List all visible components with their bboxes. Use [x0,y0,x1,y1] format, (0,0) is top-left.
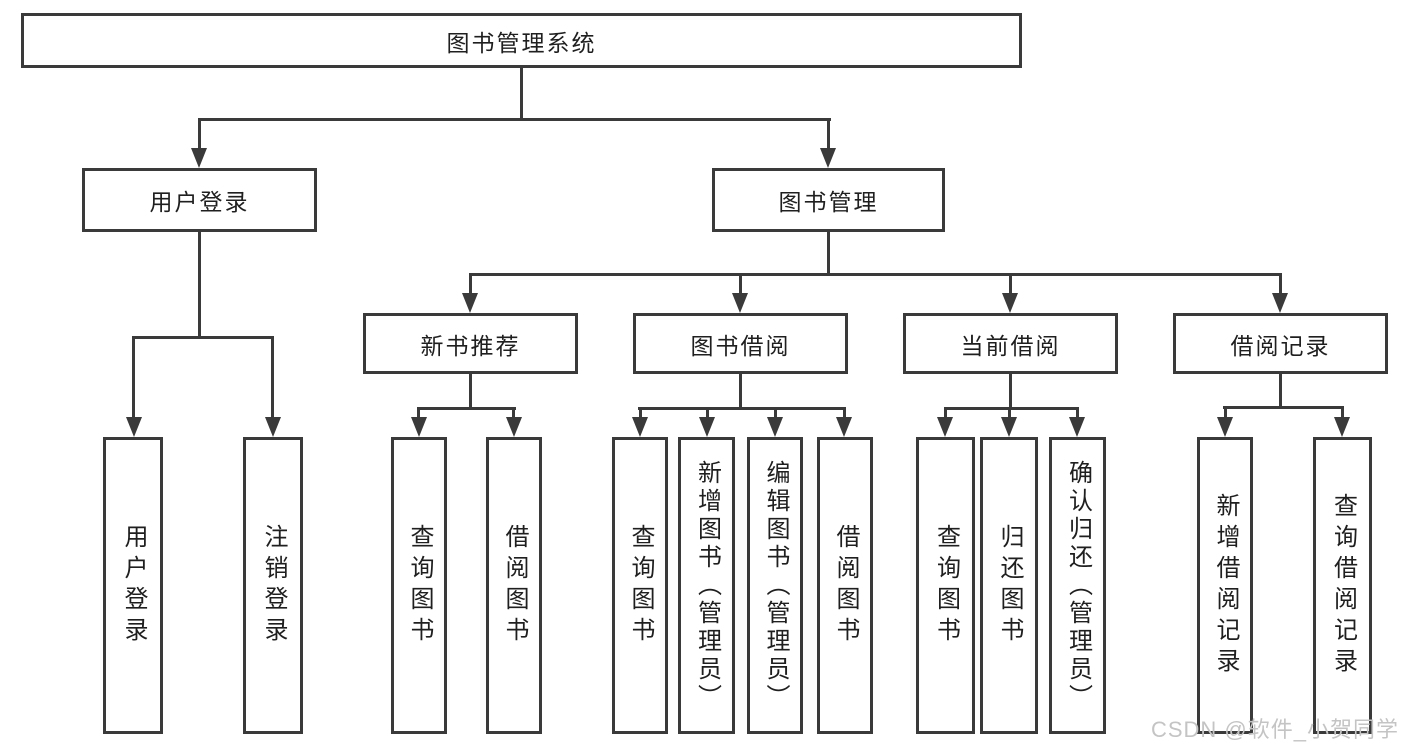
arrow-head [1334,417,1350,437]
connector-line [827,118,830,150]
leaf-add-books-admin: 新增图书（管理员） [678,437,735,734]
arrow-head [265,417,281,437]
node-borrow-records: 借阅记录 [1173,313,1388,374]
leaf-add-borrow-record-label: 新增借阅记录 [1212,492,1239,679]
connector-line [132,336,274,339]
leaf-user-login: 用户登录 [103,437,163,734]
leaf-add-borrow-record: 新增借阅记录 [1197,437,1253,734]
connector-line [639,407,642,417]
connector-line [520,68,523,118]
connector-line [198,232,201,336]
node-root: 图书管理系统 [21,13,1022,68]
leaf-return-books-label: 归还图书 [996,523,1023,648]
leaf-return-books: 归还图书 [980,437,1038,734]
node-current-borrow: 当前借阅 [903,313,1118,374]
leaf-query-borrow-record: 查询借阅记录 [1313,437,1372,734]
arrow-head [1217,417,1233,437]
connector-line [706,407,709,417]
connector-line [271,336,274,417]
leaf-user-login-label: 用户登录 [120,523,147,648]
connector-line [132,336,135,417]
leaf-query-books-borrow-label: 查询图书 [627,523,654,648]
arrow-head [699,417,715,437]
arrow-head [767,417,783,437]
connector-line [638,407,846,410]
leaf-query-books-current: 查询图书 [916,437,975,734]
connector-line [469,374,472,407]
arrow-head [411,417,427,437]
connector-line [417,407,516,410]
arrow-head [937,417,953,437]
connector-line [739,273,742,293]
arrow-head [1272,293,1288,313]
leaf-logout: 注销登录 [243,437,303,734]
arrow-head [1002,293,1018,313]
leaf-borrow-books-borrow-label: 借阅图书 [832,523,859,648]
arrow-head [632,417,648,437]
leaf-add-books-admin-label: 新增图书（管理员） [693,459,721,712]
connector-line [198,118,831,121]
leaf-edit-books-admin-label: 编辑图书（管理员） [762,459,789,712]
node-user-login-label: 用户登录 [149,189,250,215]
leaf-query-books-recommend: 查询图书 [391,437,447,734]
node-book-borrow-label: 图书借阅 [690,332,791,359]
leaf-edit-books-admin: 编辑图书（管理员） [747,437,803,734]
connector-line [469,273,1282,276]
node-user-login: 用户登录 [82,168,317,232]
leaf-borrow-books-recommend-label: 借阅图书 [501,523,528,648]
leaf-query-books-borrow: 查询图书 [612,437,668,734]
arrow-head [506,417,522,437]
connector-line [1009,273,1012,293]
connector-line [1224,406,1227,417]
node-book-borrow: 图书借阅 [633,313,848,374]
connector-line [1223,406,1344,409]
leaf-logout-label: 注销登录 [260,523,287,648]
node-new-book-recommend-label: 新书推荐 [420,332,521,359]
connector-line [417,407,420,417]
connector-line [1341,406,1344,417]
leaf-borrow-books-recommend: 借阅图书 [486,437,542,734]
connector-line [774,407,777,417]
connector-line [1279,374,1282,406]
connector-line [198,118,201,150]
arrow-head [820,148,836,168]
connector-line [1008,407,1011,417]
connector-line [1279,273,1282,293]
connector-line [739,374,742,407]
arrow-head [1001,417,1017,437]
node-new-book-recommend: 新书推荐 [363,313,578,374]
leaf-borrow-books-borrow: 借阅图书 [817,437,873,734]
node-book-management: 图书管理 [712,168,945,232]
arrow-head [126,417,142,437]
connector-line [1009,374,1012,407]
node-borrow-records-label: 借阅记录 [1230,332,1331,359]
connector-line [512,407,515,417]
node-book-management-label: 图书管理 [778,189,879,215]
connector-line [1076,407,1079,417]
leaf-query-books-current-label: 查询图书 [932,523,960,648]
node-current-borrow-label: 当前借阅 [960,332,1061,359]
node-root-label: 图书管理系统 [446,29,597,56]
leaf-confirm-return-admin-label: 确认归还（管理员） [1064,459,1092,712]
arrow-head [836,417,852,437]
connector-line [827,232,830,273]
watermark: CSDN @软件_小贺同学 [1150,717,1399,742]
connector-line [469,273,472,293]
arrow-head [1069,417,1085,437]
leaf-query-books-recommend-label: 查询图书 [406,523,433,648]
connector-line [944,407,1079,410]
arrow-head [191,148,207,168]
arrow-head [462,293,478,313]
connector-line [843,407,846,417]
arrow-head [732,293,748,313]
leaf-confirm-return-admin: 确认归还（管理员） [1049,437,1106,734]
leaf-query-borrow-record-label: 查询借阅记录 [1329,492,1357,679]
connector-line [944,407,947,417]
